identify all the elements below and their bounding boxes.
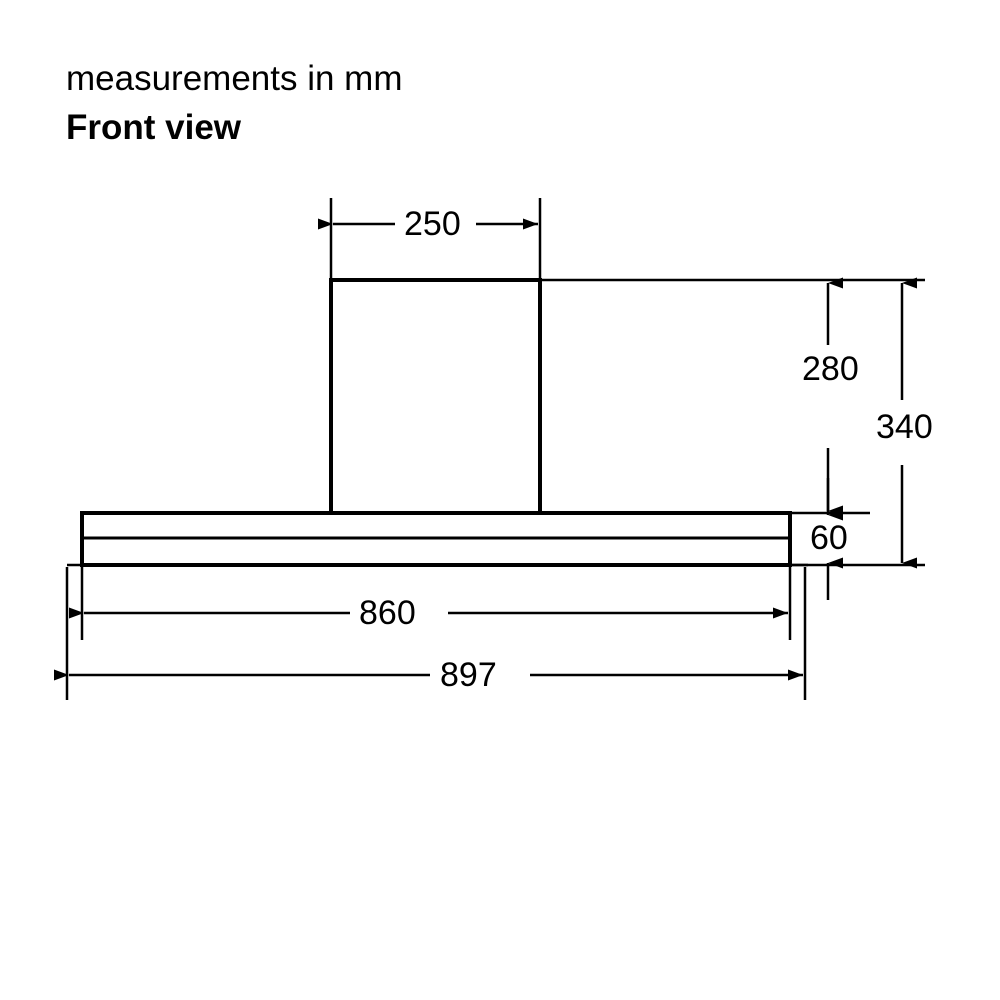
- dimension-label-250: 250: [397, 207, 468, 241]
- dimension-label-60: 60: [803, 521, 855, 555]
- chimney-box: [329, 278, 542, 515]
- page-title: Front view: [66, 108, 242, 147]
- dimension-lines: [54, 218, 917, 681]
- extension-lines: [65, 198, 925, 700]
- dimension-label-340: 340: [869, 410, 940, 444]
- units-note: measurements in mm: [66, 59, 403, 98]
- dimension-label-280: 280: [795, 352, 866, 386]
- dimension-label-897: 897: [433, 658, 504, 692]
- product-outline: [80, 278, 792, 567]
- dimension-label-860: 860: [352, 596, 423, 630]
